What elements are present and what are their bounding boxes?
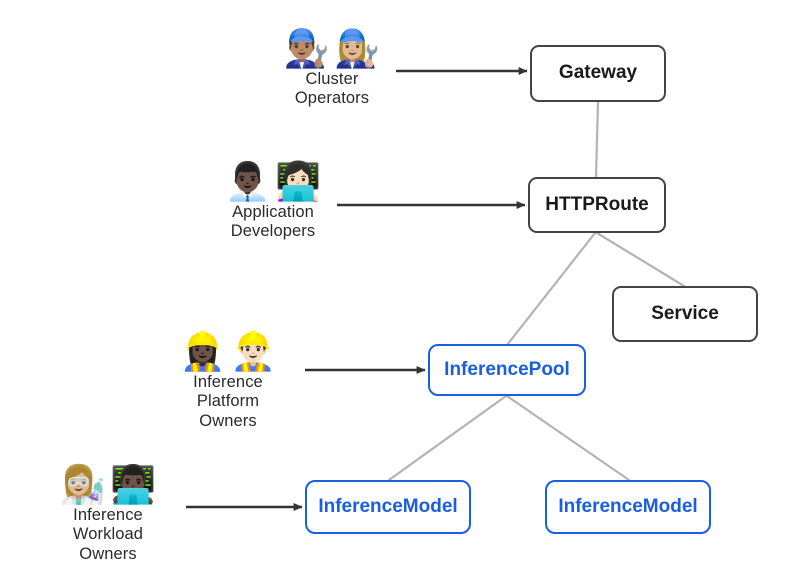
node-gateway-label: Gateway — [558, 62, 638, 84]
edge-inferencepool-model-right — [505, 394, 631, 482]
persona-inference-platform-owners-label: Inference Platform Owners — [193, 373, 263, 430]
persona-inference-platform-owners: 👷🏿‍♀️ 👷🏻‍♂️ Inference Platform Owners — [179, 333, 277, 431]
node-inferencemodel-left-label: InferenceModel — [318, 495, 458, 517]
construction-worker-man-icon: 👷🏻‍♂️ — [230, 330, 277, 373]
edge-gateway-httproute — [594, 100, 600, 179]
construction-worker-woman-icon: 👷🏿‍♀️ — [179, 330, 226, 373]
node-inferencepool-label: InferencePool — [444, 358, 570, 380]
persona-arrows — [186, 67, 528, 511]
node-inferencemodel-right[interactable]: InferenceModel — [545, 480, 711, 534]
mechanic-man-icon: 👨🏽‍🔧 — [283, 27, 330, 70]
edge-inferencepool-model-left — [387, 394, 508, 482]
persona-inference-workload-owners-icons: 👩🏼‍🔬 👨🏿‍💻 — [60, 466, 156, 503]
node-inferencemodel-left[interactable]: InferenceModel — [305, 480, 471, 534]
persona-inference-platform-owners-icons: 👷🏿‍♀️ 👷🏻‍♂️ — [180, 333, 276, 370]
persona-inference-workload-owners: 👩🏼‍🔬 👨🏿‍💻 Inference Workload Owners — [59, 466, 157, 564]
node-inferencemodel-right-label: InferenceModel — [558, 495, 698, 517]
mechanic-woman-icon: 👩🏼‍🔧 — [334, 27, 381, 70]
persona-application-developers-icons: 👨🏿‍💼 👩🏻‍💻 — [225, 163, 321, 200]
technologist-man-icon: 👨🏿‍💻 — [110, 463, 157, 506]
technologist-woman-icon: 👩🏻‍💻 — [275, 160, 322, 203]
node-httproute-label: HTTPRoute — [545, 193, 649, 215]
edge-httproute-inferencepool — [505, 231, 597, 347]
office-worker-man-icon: 👨🏿‍💼 — [224, 160, 271, 203]
scientist-woman-icon: 👩🏼‍🔬 — [59, 463, 106, 506]
edge-httproute-service — [595, 231, 686, 288]
node-gateway[interactable]: Gateway — [530, 45, 666, 102]
node-httproute[interactable]: HTTPRoute — [528, 177, 666, 233]
node-inferencepool[interactable]: InferencePool — [428, 344, 586, 396]
persona-cluster-operators: 👨🏽‍🔧 👩🏼‍🔧 Cluster Operators — [283, 30, 381, 109]
persona-cluster-operators-label: Cluster Operators — [294, 70, 370, 108]
persona-cluster-operators-icons: 👨🏽‍🔧 👩🏼‍🔧 — [284, 30, 380, 67]
persona-application-developers-label: Application Developers — [230, 203, 316, 241]
persona-application-developers: 👨🏿‍💼 👩🏻‍💻 Application Developers — [224, 163, 322, 242]
node-service[interactable]: Service — [612, 286, 758, 342]
node-service-label: Service — [651, 302, 719, 324]
persona-inference-workload-owners-label: Inference Workload Owners — [72, 506, 144, 563]
